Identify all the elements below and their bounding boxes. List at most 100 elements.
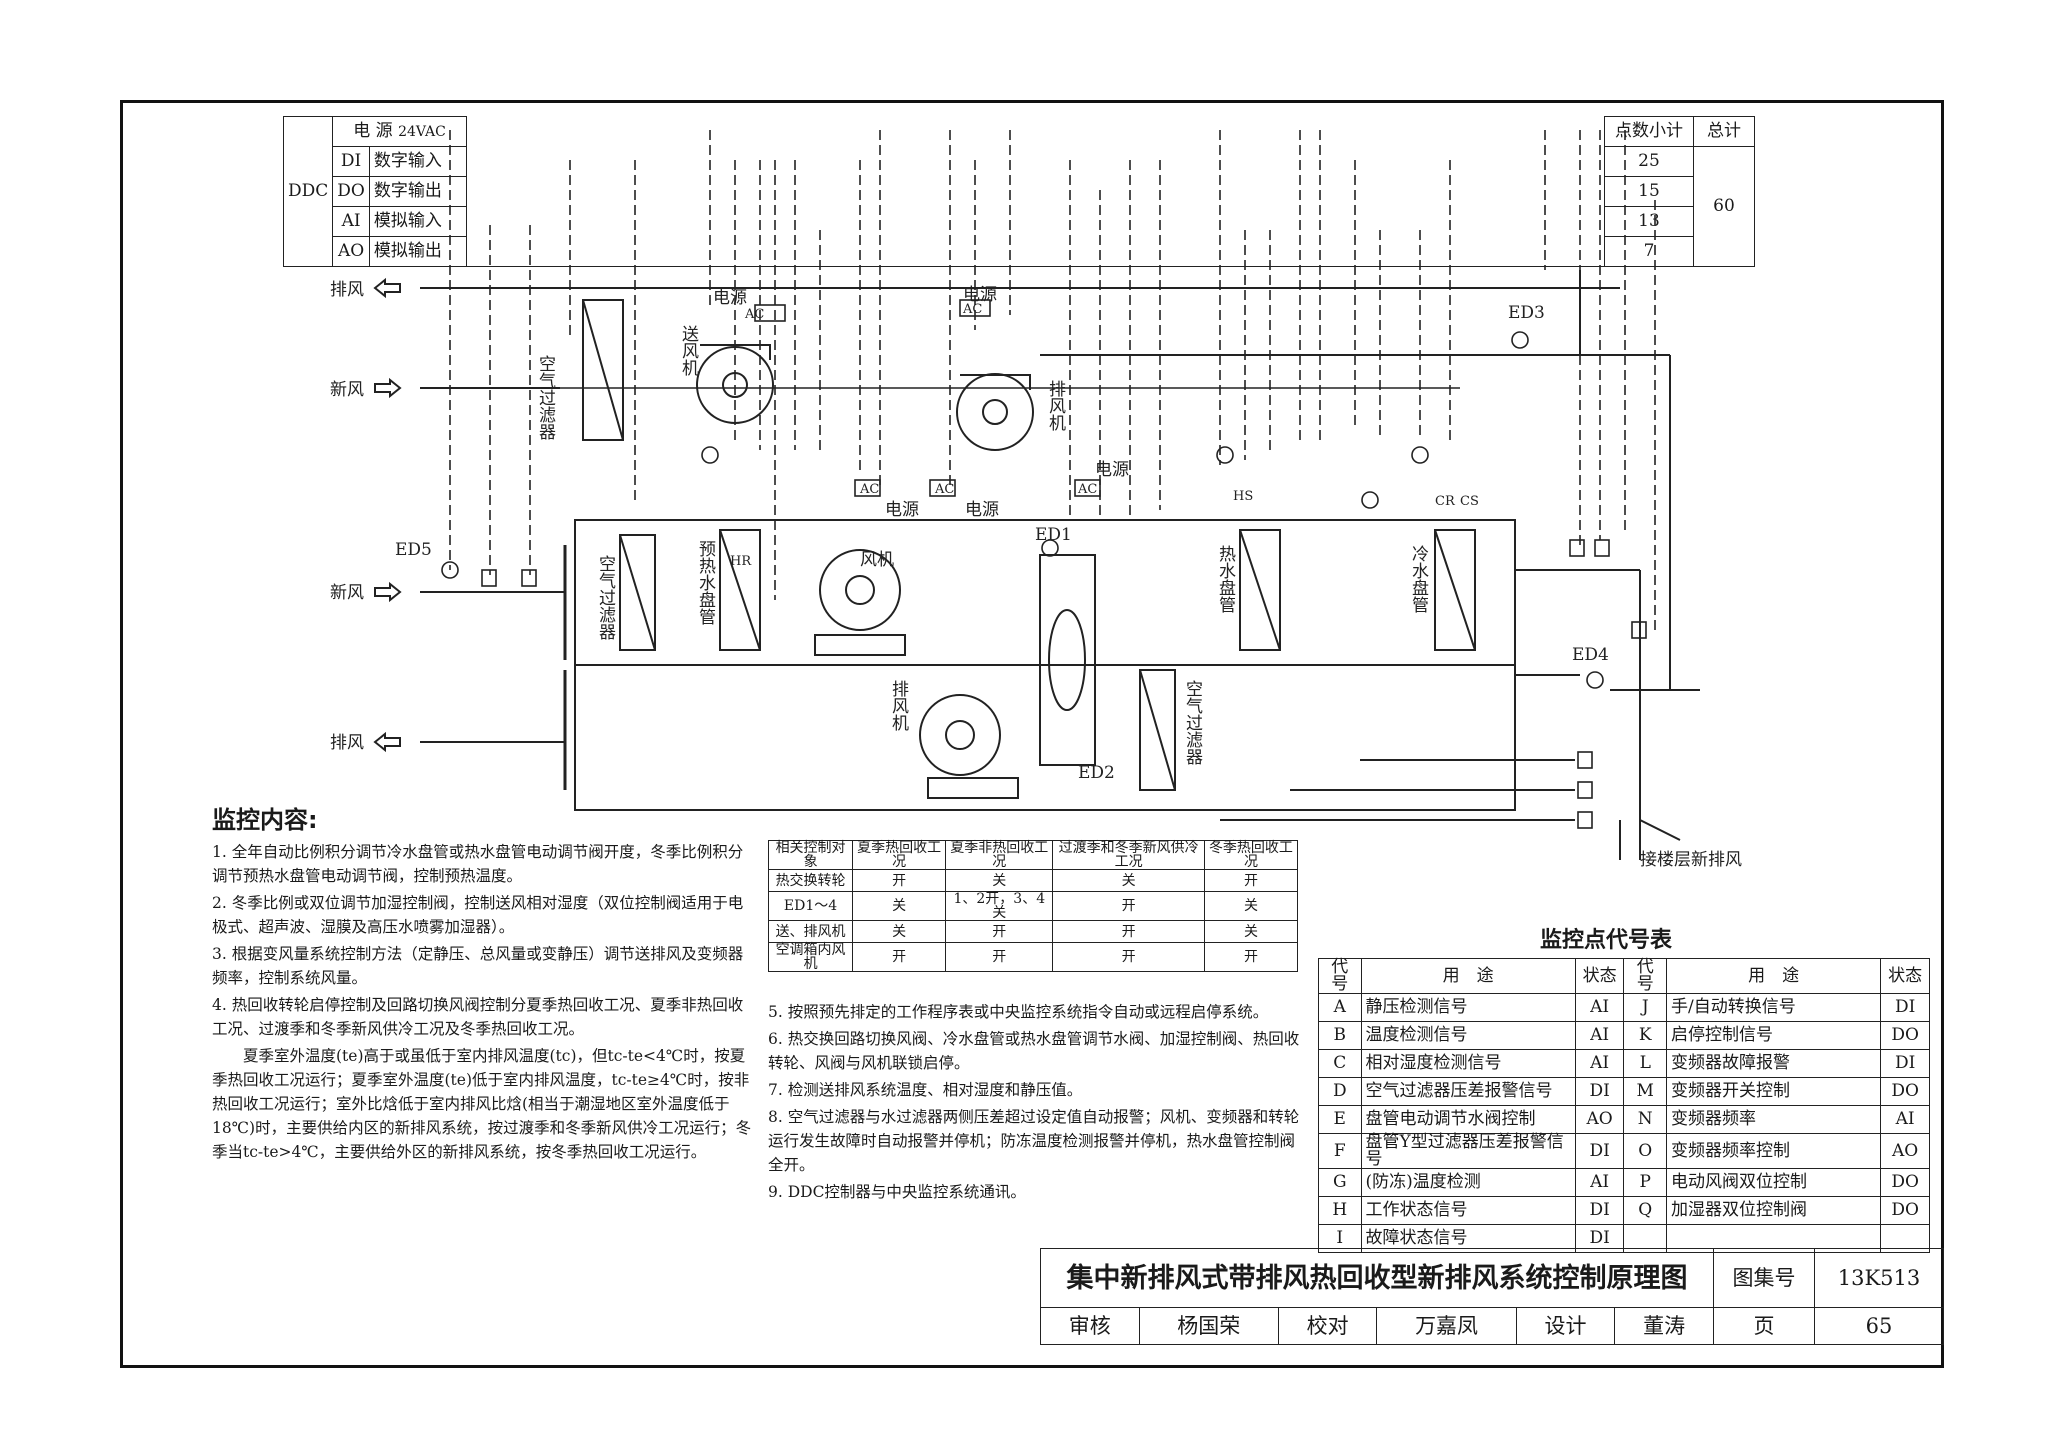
designer: 董涛 (1614, 1307, 1714, 1345)
label-fresh-ahu: 新风 (330, 583, 364, 603)
code-state: AO (1574, 1105, 1625, 1134)
code-use: 加湿器双位控制阀 (1665, 1196, 1882, 1225)
code-letter: E (1318, 1105, 1362, 1134)
label-ed5: ED5 (395, 540, 432, 560)
monitor-item: 9. DDC控制器与中央监控系统通讯。 (768, 1183, 1026, 1202)
code-state: AO (1880, 1133, 1930, 1169)
monitor-item: 5. 按照预先排定的工作程序表或中央监控系统指令自动或远程启停系统。 (768, 1003, 1269, 1021)
code-header: 代号 (1623, 958, 1667, 994)
code-state: DO (1880, 1168, 1930, 1197)
monitor-title: 监控内容: (212, 806, 318, 834)
check-label: 校对 (1277, 1307, 1378, 1345)
ctrl-cell: 开 (1052, 891, 1205, 921)
code-use: 变频器故障报警 (1665, 1049, 1882, 1078)
code-header: 用 途 (1665, 958, 1882, 994)
atlas-label: 图集号 (1713, 1248, 1815, 1308)
code-use: 温度检测信号 (1360, 1021, 1576, 1050)
code-letter: L (1623, 1049, 1667, 1078)
ctrl-header: 冬季热回收工况 (1203, 840, 1299, 870)
io-total: 60 (1693, 146, 1755, 267)
label-hs: HS (1233, 489, 1253, 504)
ctrl-cell: 开 (1203, 942, 1299, 972)
io-count: 13 (1604, 206, 1694, 237)
label-filter-1: 空气过滤器 (535, 355, 556, 440)
code-letter: J (1623, 993, 1667, 1022)
code-state: AI (1574, 1168, 1625, 1197)
ctrl-header: 夏季热回收工况 (852, 840, 947, 870)
io-code: DI (332, 146, 370, 177)
ctrl-cell: ED1～4 (767, 891, 854, 921)
code-state: AI (1574, 1021, 1625, 1050)
control-condition-table: 相关控制对象 夏季热回收工况 夏季非热回收工况 过渡季和冬季新风供冷工况 冬季热… (767, 840, 1299, 972)
ctrl-cell: 开 (1052, 942, 1205, 972)
ctrl-cell: 开 (1203, 869, 1299, 892)
code-table-title: 监控点代号表 (1540, 928, 1673, 953)
code-letter: D (1318, 1077, 1362, 1106)
reviewer: 杨国荣 (1138, 1307, 1279, 1345)
code-state: AI (1880, 1105, 1930, 1134)
monitor-item: 3. 根据变风量系统控制方法（定静压、总风量或变静压）调节送排风及变频器频率，控… (212, 945, 744, 988)
code-header: 状态 (1574, 958, 1625, 994)
ctrl-cell: 开 (852, 942, 947, 972)
code-letter: F (1318, 1133, 1362, 1169)
label-ac-1: AC (744, 307, 764, 322)
code-use: 盘管Y型过滤器压差报警信号 (1360, 1133, 1576, 1169)
code-letter: K (1623, 1021, 1667, 1050)
ctrl-cell: 关 (852, 920, 947, 943)
code-state: DI (1880, 993, 1930, 1022)
ctrl-cell: 空调箱内风机 (767, 942, 854, 972)
page-label: 页 (1713, 1307, 1815, 1345)
code-header: 用 途 (1360, 958, 1576, 994)
label-fan: 风机 (860, 550, 894, 570)
label-cold-coil: 冷水盘管 (1408, 545, 1429, 613)
code-state: DI (1574, 1077, 1625, 1106)
monitor-item: 1. 全年自动比例积分调节冷水盘管或热水盘管电动调节阀开度，冬季比例积分调节预热… (212, 843, 744, 886)
monitor-item: 6. 热交换回路切换风阀、冷水盘管或热水盘管调节水阀、加湿控制阀、热回收转轮、风… (768, 1030, 1300, 1073)
ctrl-cell: 开 (1052, 920, 1205, 943)
code-letter: M (1623, 1077, 1667, 1106)
label-ed1: ED1 (1035, 525, 1072, 545)
code-state: DO (1880, 1196, 1930, 1225)
label-power-1: 电源 (713, 288, 747, 308)
io-code: AO (332, 236, 370, 267)
drawing-title: 集中新排风式带排风热回收型新排风系统控制原理图 (1040, 1248, 1714, 1308)
label-ed3: ED3 (1508, 303, 1545, 323)
label-ac-5: AC (1077, 482, 1097, 497)
code-use: (防冻)温度检测 (1360, 1168, 1576, 1197)
design-label: 设计 (1515, 1307, 1616, 1345)
code-use: 启停控制信号 (1665, 1021, 1882, 1050)
code-use: 电动风阀双位控制 (1665, 1168, 1882, 1197)
code-letter: C (1318, 1049, 1362, 1078)
label-exhaust-bottom: 排风 (330, 733, 364, 753)
ctrl-cell: 关 (945, 869, 1054, 892)
ctrl-cell: 开 (852, 869, 947, 892)
ctrl-header: 夏季非热回收工况 (945, 840, 1054, 870)
label-power-3: 电源 (885, 500, 919, 520)
code-use: 变频器频率控制 (1665, 1133, 1882, 1169)
checker: 万嘉凤 (1376, 1307, 1517, 1345)
label-hot-coil: 热水盘管 (1215, 545, 1236, 613)
code-use: 盘管电动调节水阀控制 (1360, 1105, 1576, 1134)
code-letter: P (1623, 1168, 1667, 1197)
code-state: AI (1574, 993, 1625, 1022)
monitor-item: 7. 检测送排风系统温度、相对湿度和静压值。 (768, 1081, 1083, 1100)
ctrl-cell: 开 (945, 942, 1054, 972)
ctrl-cell: 关 (1203, 920, 1299, 943)
code-header: 代号 (1318, 958, 1362, 994)
io-count: 7 (1604, 236, 1694, 267)
code-state: DI (1880, 1049, 1930, 1078)
code-state: AI (1574, 1049, 1625, 1078)
ctrl-header: 过渡季和冬季新风供冷工况 (1052, 840, 1205, 870)
code-letter: B (1318, 1021, 1362, 1050)
label-ed2: ED2 (1078, 763, 1115, 783)
code-header: 状态 (1880, 958, 1930, 994)
monitor-item: 4. 热回收转轮启停控制及回路切换风阀控制分夏季热回收工况、夏季非热回收工况、过… (212, 996, 744, 1039)
code-letter: H (1318, 1196, 1362, 1225)
ctrl-cell: 热交换转轮 (767, 869, 854, 892)
ctrl-header: 相关控制对象 (767, 840, 854, 870)
ctrl-cell: 1、2开，3、4关 (945, 891, 1054, 921)
code-use: 静压检测信号 (1360, 993, 1576, 1022)
monitor-item: 夏季室外温度(te)高于或虽低于室内排风温度(tc)，但tc-te<4℃时，按夏… (212, 1047, 752, 1162)
label-hr: HR (730, 554, 752, 569)
